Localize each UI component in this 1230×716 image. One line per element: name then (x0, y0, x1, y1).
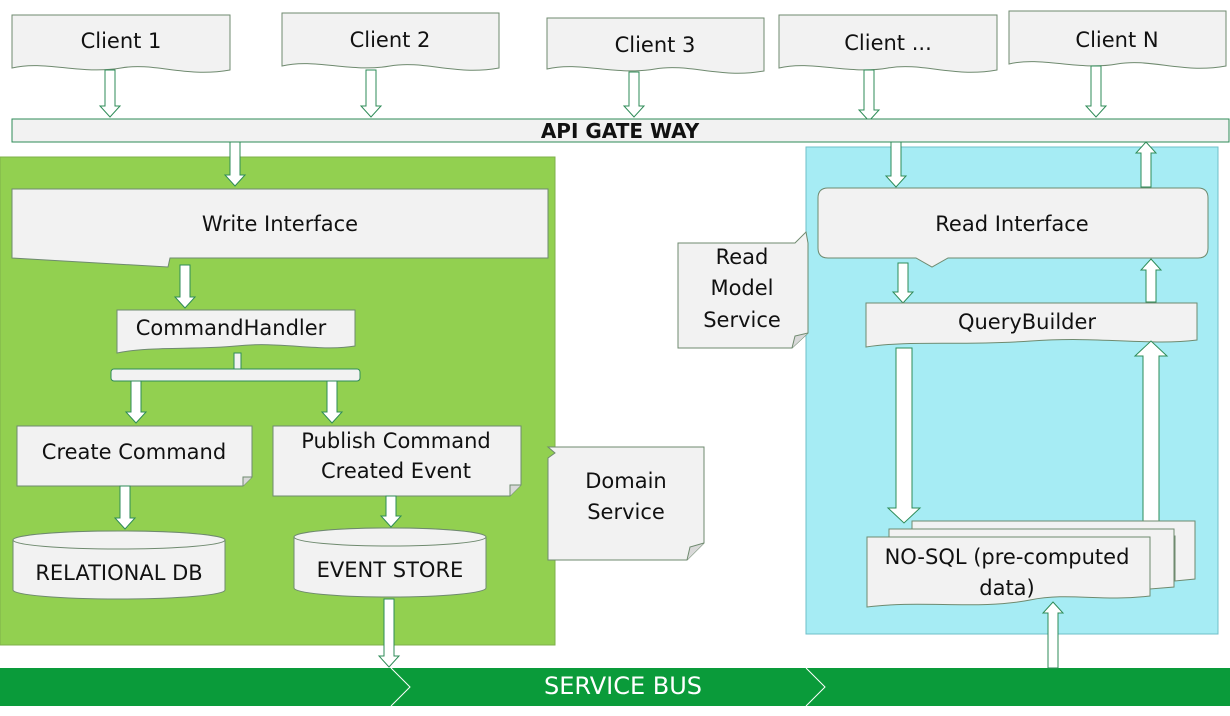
service-bus: SERVICE BUS (0, 667, 1230, 707)
read-model-service: Read Model Service (677, 230, 809, 349)
client-label: Client 2 (350, 28, 431, 52)
command-handler-label: CommandHandler (136, 316, 327, 340)
read-interface: Read Interface (817, 187, 1209, 268)
domain-service-line: Domain (585, 469, 667, 493)
read-interface-label: Read Interface (935, 212, 1088, 236)
qb-to-read-arrow (1139, 258, 1163, 303)
create-command-label: Create Command (42, 440, 226, 464)
client-label: Client 3 (615, 33, 696, 57)
nosql-line: NO-SQL (pre-computed (885, 545, 1130, 569)
publish-event: Publish Command Created Event (272, 425, 522, 497)
read-to-qb-arrow (891, 262, 915, 304)
write-interface: Write Interface (11, 188, 549, 268)
domain-service: Domain Service (546, 446, 705, 561)
api-gateway: API GATE WAY (11, 118, 1230, 143)
client-label: Client ... (844, 31, 932, 55)
qb-to-nosql-arrow (886, 347, 922, 524)
split-to-create-arrow (124, 380, 148, 424)
read-model-line: Service (703, 308, 781, 332)
publish-to-store-arrow (379, 495, 403, 528)
read-to-gateway-arrow (1134, 141, 1158, 188)
write-to-handler-arrow (173, 264, 197, 309)
publish-event-line: Created Event (321, 459, 471, 483)
event-store-label: EVENT STORE (317, 558, 464, 582)
publish-event-line: Publish Command (301, 429, 490, 453)
domain-service-line: Service (587, 500, 665, 524)
client-node-2: Client 2 (281, 12, 500, 71)
client-node-1: Client 1 (11, 14, 231, 73)
down-arrow (359, 69, 383, 118)
client-node-3: Client 3 (546, 17, 765, 74)
nosql-store: NO-SQL (pre-computed data) (866, 520, 1196, 608)
query-builder: QueryBuilder (865, 302, 1198, 348)
down-arrow (622, 71, 646, 118)
down-arrow (98, 69, 122, 118)
client-node-4: Client ... (778, 14, 998, 73)
gateway-to-read-arrow (884, 141, 908, 188)
relational-db: RELATIONAL DB (12, 530, 226, 600)
down-arrow (1084, 65, 1108, 118)
client-arrows (98, 65, 1108, 122)
nosql-to-qb-arrow (1133, 340, 1169, 523)
handler-stub (233, 352, 242, 371)
relational-db-label: RELATIONAL DB (35, 561, 202, 585)
read-model-line: Model (710, 276, 773, 300)
gateway-to-write-arrow (223, 141, 247, 187)
client-node-5: Client N (1008, 10, 1227, 69)
split-to-publish-arrow (320, 380, 344, 424)
service-bus-label: SERVICE BUS (544, 672, 702, 700)
read-model-line: Read (716, 245, 769, 269)
query-builder-label: QueryBuilder (958, 310, 1096, 334)
create-command: Create Command (16, 425, 253, 487)
client-label: Client 1 (81, 29, 162, 53)
command-handler: CommandHandler (116, 309, 356, 354)
nosql-line: data) (979, 576, 1035, 600)
write-interface-label: Write Interface (202, 212, 358, 236)
bus-to-nosql-arrow (1041, 601, 1065, 669)
create-to-db-arrow (113, 485, 137, 530)
store-to-bus-arrow (377, 598, 401, 668)
handler-split-bar (110, 368, 361, 382)
event-store: EVENT STORE (293, 527, 487, 598)
down-arrow (857, 69, 881, 122)
client-label: Client N (1075, 28, 1158, 52)
api-gateway-label: API GATE WAY (541, 119, 700, 143)
